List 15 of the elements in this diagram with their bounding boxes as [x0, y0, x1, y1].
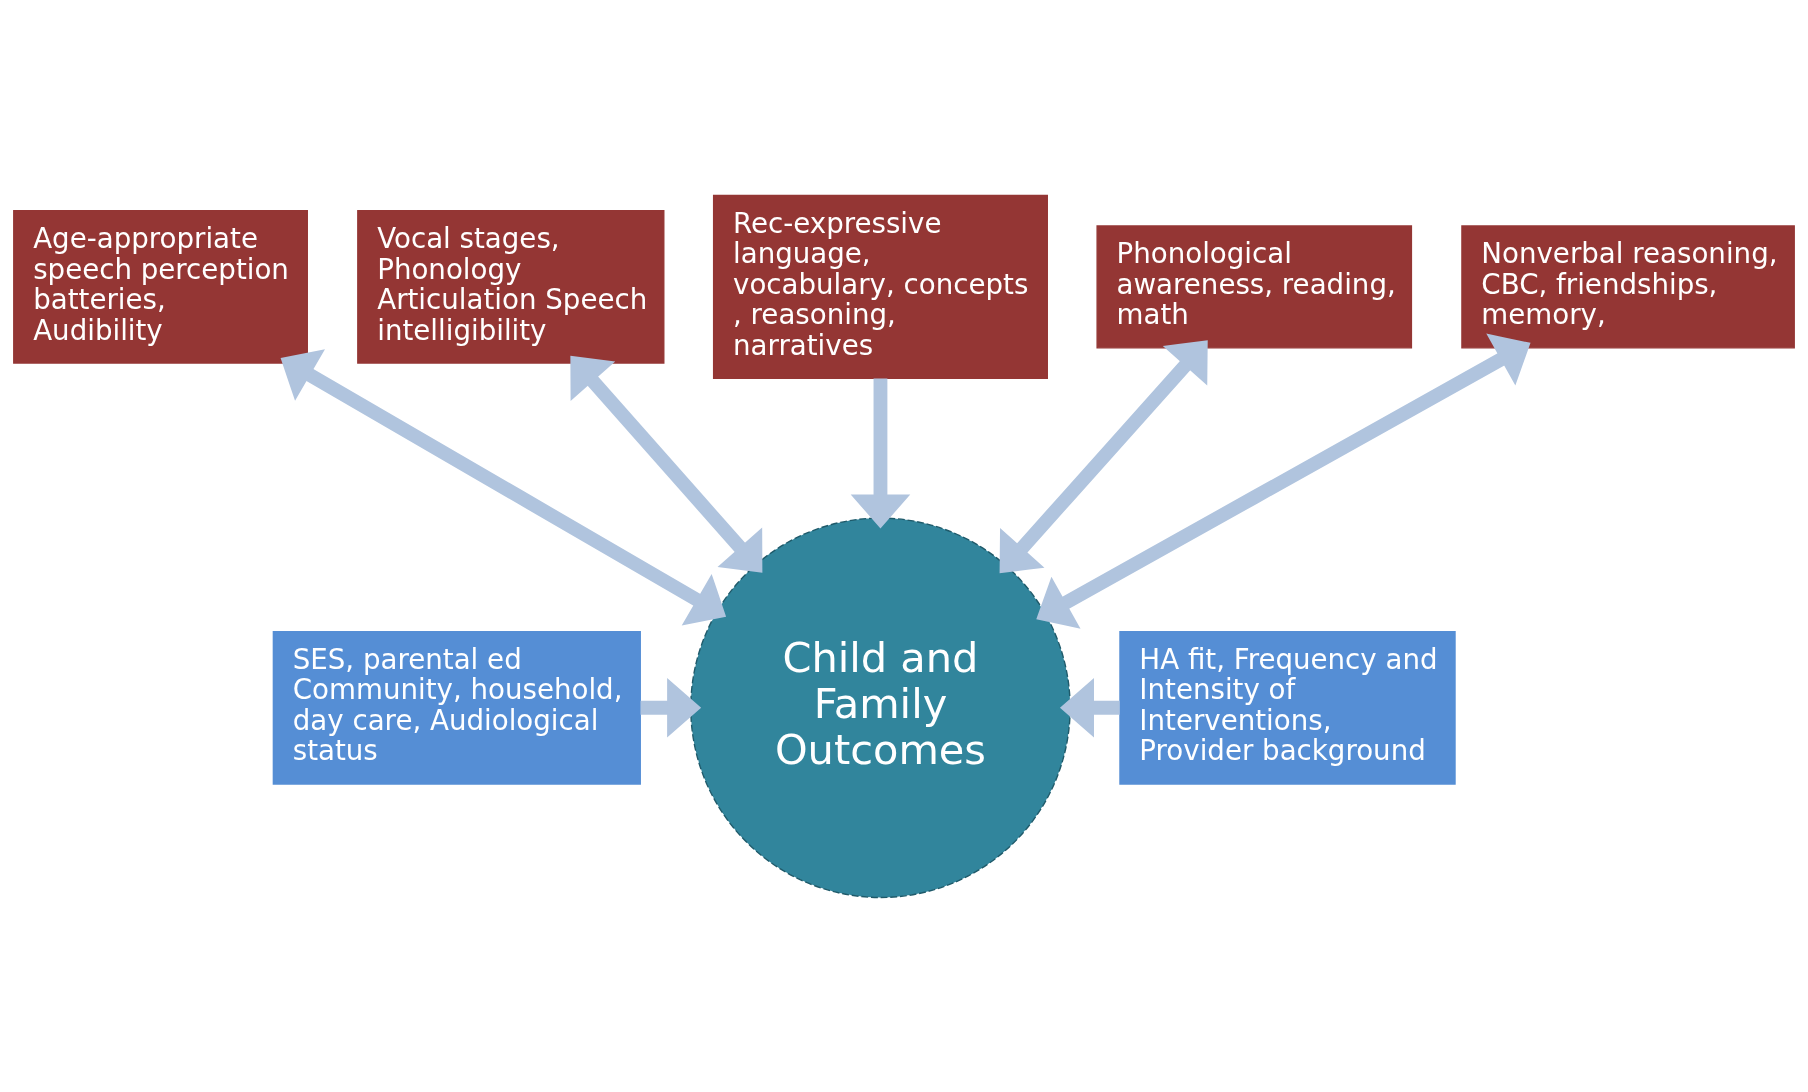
node-circle: Child and Family Outcomes: [690, 516, 1071, 898]
arrow: [1059, 677, 1120, 738]
node-box: Age-appropriate speech perception batteries, Audibility: [13, 209, 308, 364]
node-box: SES, parental ed Community, household, day care, Audiological status: [272, 630, 641, 785]
arrow: [1036, 332, 1531, 629]
node-box: HA fit, Frequency and Intensity of Interventions, Provider background: [1119, 630, 1456, 785]
node-box: Vocal stages, Phonology Articulation Speech intelligibility: [357, 209, 665, 364]
node-box: Phonological awareness, reading, math: [1096, 224, 1413, 348]
arrow: [850, 378, 911, 529]
arrow: [280, 348, 727, 625]
node-box: Rec-expressive language, vocabulary, concepts , reasoning, narratives: [712, 194, 1048, 379]
arrow: [640, 677, 702, 738]
arrow: [570, 355, 763, 573]
node-box: Nonverbal reasoning, CBC, friendships, memory,: [1461, 224, 1795, 348]
arrow: [999, 339, 1208, 573]
